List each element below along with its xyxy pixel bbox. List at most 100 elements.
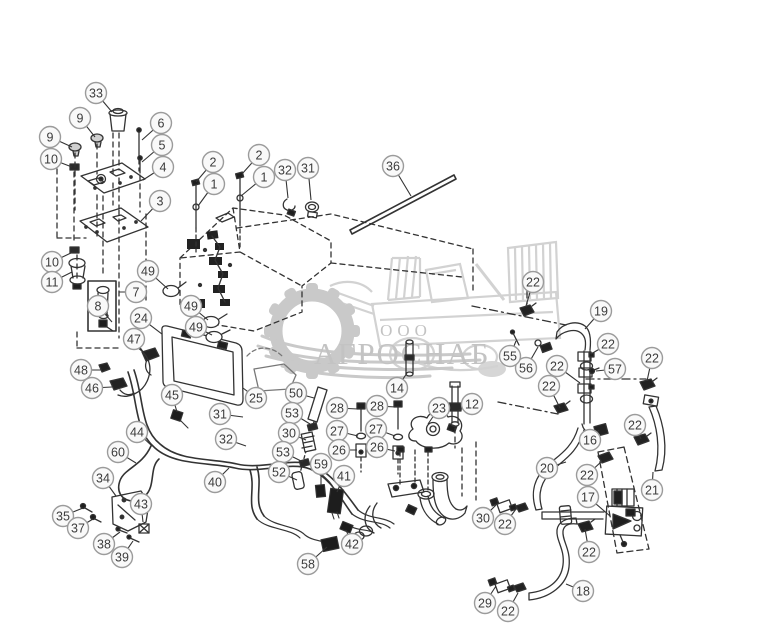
- callout-45: 45: [160, 383, 184, 413]
- callout-number: 36: [386, 160, 400, 174]
- callout-1: 1: [197, 172, 226, 207]
- callout-balloon: [91, 466, 115, 490]
- callout-balloon: [571, 579, 595, 603]
- callout-number: 10: [45, 256, 59, 270]
- callout-41: 41: [332, 464, 356, 493]
- callout-22: 22: [577, 528, 601, 564]
- callout-43: 43: [129, 492, 153, 523]
- callout-3: 3: [140, 189, 172, 222]
- callout-9: 9: [38, 125, 73, 149]
- callout-32: 32: [214, 427, 247, 451]
- callout-28: 28: [365, 394, 397, 418]
- callout-number: 22: [550, 360, 564, 374]
- callout-27: 27: [364, 417, 396, 441]
- callout-number: 22: [580, 469, 594, 483]
- callout-number: 1: [211, 178, 218, 192]
- callout-number: 26: [332, 444, 346, 458]
- callout-58: 58: [296, 546, 328, 576]
- callout-2: 2: [195, 150, 225, 183]
- fitting-30: [489, 497, 529, 514]
- water-outlet-assembly: [353, 446, 468, 541]
- callout-31: 31: [208, 402, 244, 426]
- callout-number: 22: [628, 419, 642, 433]
- callout-balloon: [122, 327, 146, 351]
- callout-number: 60: [111, 446, 125, 460]
- callout-balloon: [149, 111, 173, 135]
- callout-47: 47: [122, 327, 147, 357]
- callout-number: 22: [498, 518, 512, 532]
- callout-number: 58: [301, 558, 315, 572]
- callout-6: 6: [141, 111, 173, 141]
- part-43: [138, 523, 150, 534]
- callout-balloon: [496, 599, 520, 623]
- callout-balloon: [184, 315, 208, 339]
- callout-29: 29: [473, 585, 497, 615]
- callout-number: 18: [576, 585, 590, 599]
- callout-balloon: [309, 452, 333, 476]
- callout-number: 22: [501, 605, 515, 619]
- callout-balloon: [381, 154, 405, 178]
- callout-balloon: [40, 270, 64, 294]
- callout-32: 32: [273, 158, 297, 199]
- callout-number: 35: [56, 510, 70, 524]
- callout-balloon: [160, 383, 184, 407]
- callout-22: 22: [623, 413, 647, 440]
- callout-balloon: [296, 552, 320, 576]
- callout-26: 26: [365, 435, 396, 459]
- reference-lines: [471, 289, 647, 415]
- callout-number: 31: [213, 408, 227, 422]
- callout-46: 46: [80, 376, 113, 400]
- callout-balloon: [340, 532, 364, 556]
- callout-balloon: [106, 440, 130, 464]
- callout-14: 14: [385, 372, 409, 400]
- callout-number: 9: [77, 112, 84, 126]
- callout-22: 22: [496, 592, 520, 623]
- callout-balloon: [151, 155, 175, 179]
- callout-number: 28: [330, 402, 344, 416]
- callout-number: 44: [130, 426, 144, 440]
- watermark-gear-icon: [264, 283, 360, 379]
- callout-30: 30: [471, 504, 497, 530]
- callout-53: 53: [280, 401, 311, 425]
- callout-balloon: [327, 438, 351, 462]
- callout-number: 29: [478, 597, 492, 611]
- connector-45: [170, 409, 184, 422]
- callout-balloon: [596, 332, 620, 356]
- callout-number: 31: [301, 162, 315, 176]
- callout-22: 22: [493, 508, 517, 536]
- callout-number: 1: [261, 171, 268, 185]
- callout-number: 27: [330, 425, 344, 439]
- pump-17: [604, 488, 644, 548]
- callout-number: 53: [276, 446, 290, 460]
- callout-balloon: [39, 147, 63, 171]
- callout-33: 33: [84, 81, 113, 113]
- callout-number: 50: [289, 387, 303, 401]
- callout-50: 50: [284, 381, 315, 405]
- callout-52: 52: [267, 460, 298, 484]
- callout-23: 23: [427, 396, 451, 425]
- callout-number: 14: [390, 382, 404, 396]
- callout-number: 3: [157, 195, 164, 209]
- callout-number: 7: [133, 286, 140, 300]
- callout-7: 7: [119, 280, 148, 304]
- callout-10: 10: [40, 250, 74, 274]
- callout-balloon: [214, 427, 238, 451]
- callout-balloon: [125, 420, 149, 444]
- callout-26: 26: [327, 438, 357, 462]
- callout-balloon: [578, 428, 602, 452]
- callout-8: 8: [86, 294, 113, 323]
- callout-balloon: [148, 189, 172, 213]
- callout-57: 57: [595, 357, 627, 381]
- callout-number: 49: [184, 300, 198, 314]
- clips-46-47-48: [98, 344, 160, 397]
- callout-number: 32: [278, 164, 292, 178]
- callout-44: 44: [125, 420, 153, 447]
- callout-number: 16: [583, 434, 597, 448]
- callout-30: 30: [277, 421, 307, 445]
- callout-number: 22: [526, 276, 540, 290]
- callout-balloon: [325, 396, 349, 420]
- callout-balloon: [201, 150, 225, 174]
- callout-balloon: [640, 346, 664, 370]
- callout-balloon: [589, 299, 613, 323]
